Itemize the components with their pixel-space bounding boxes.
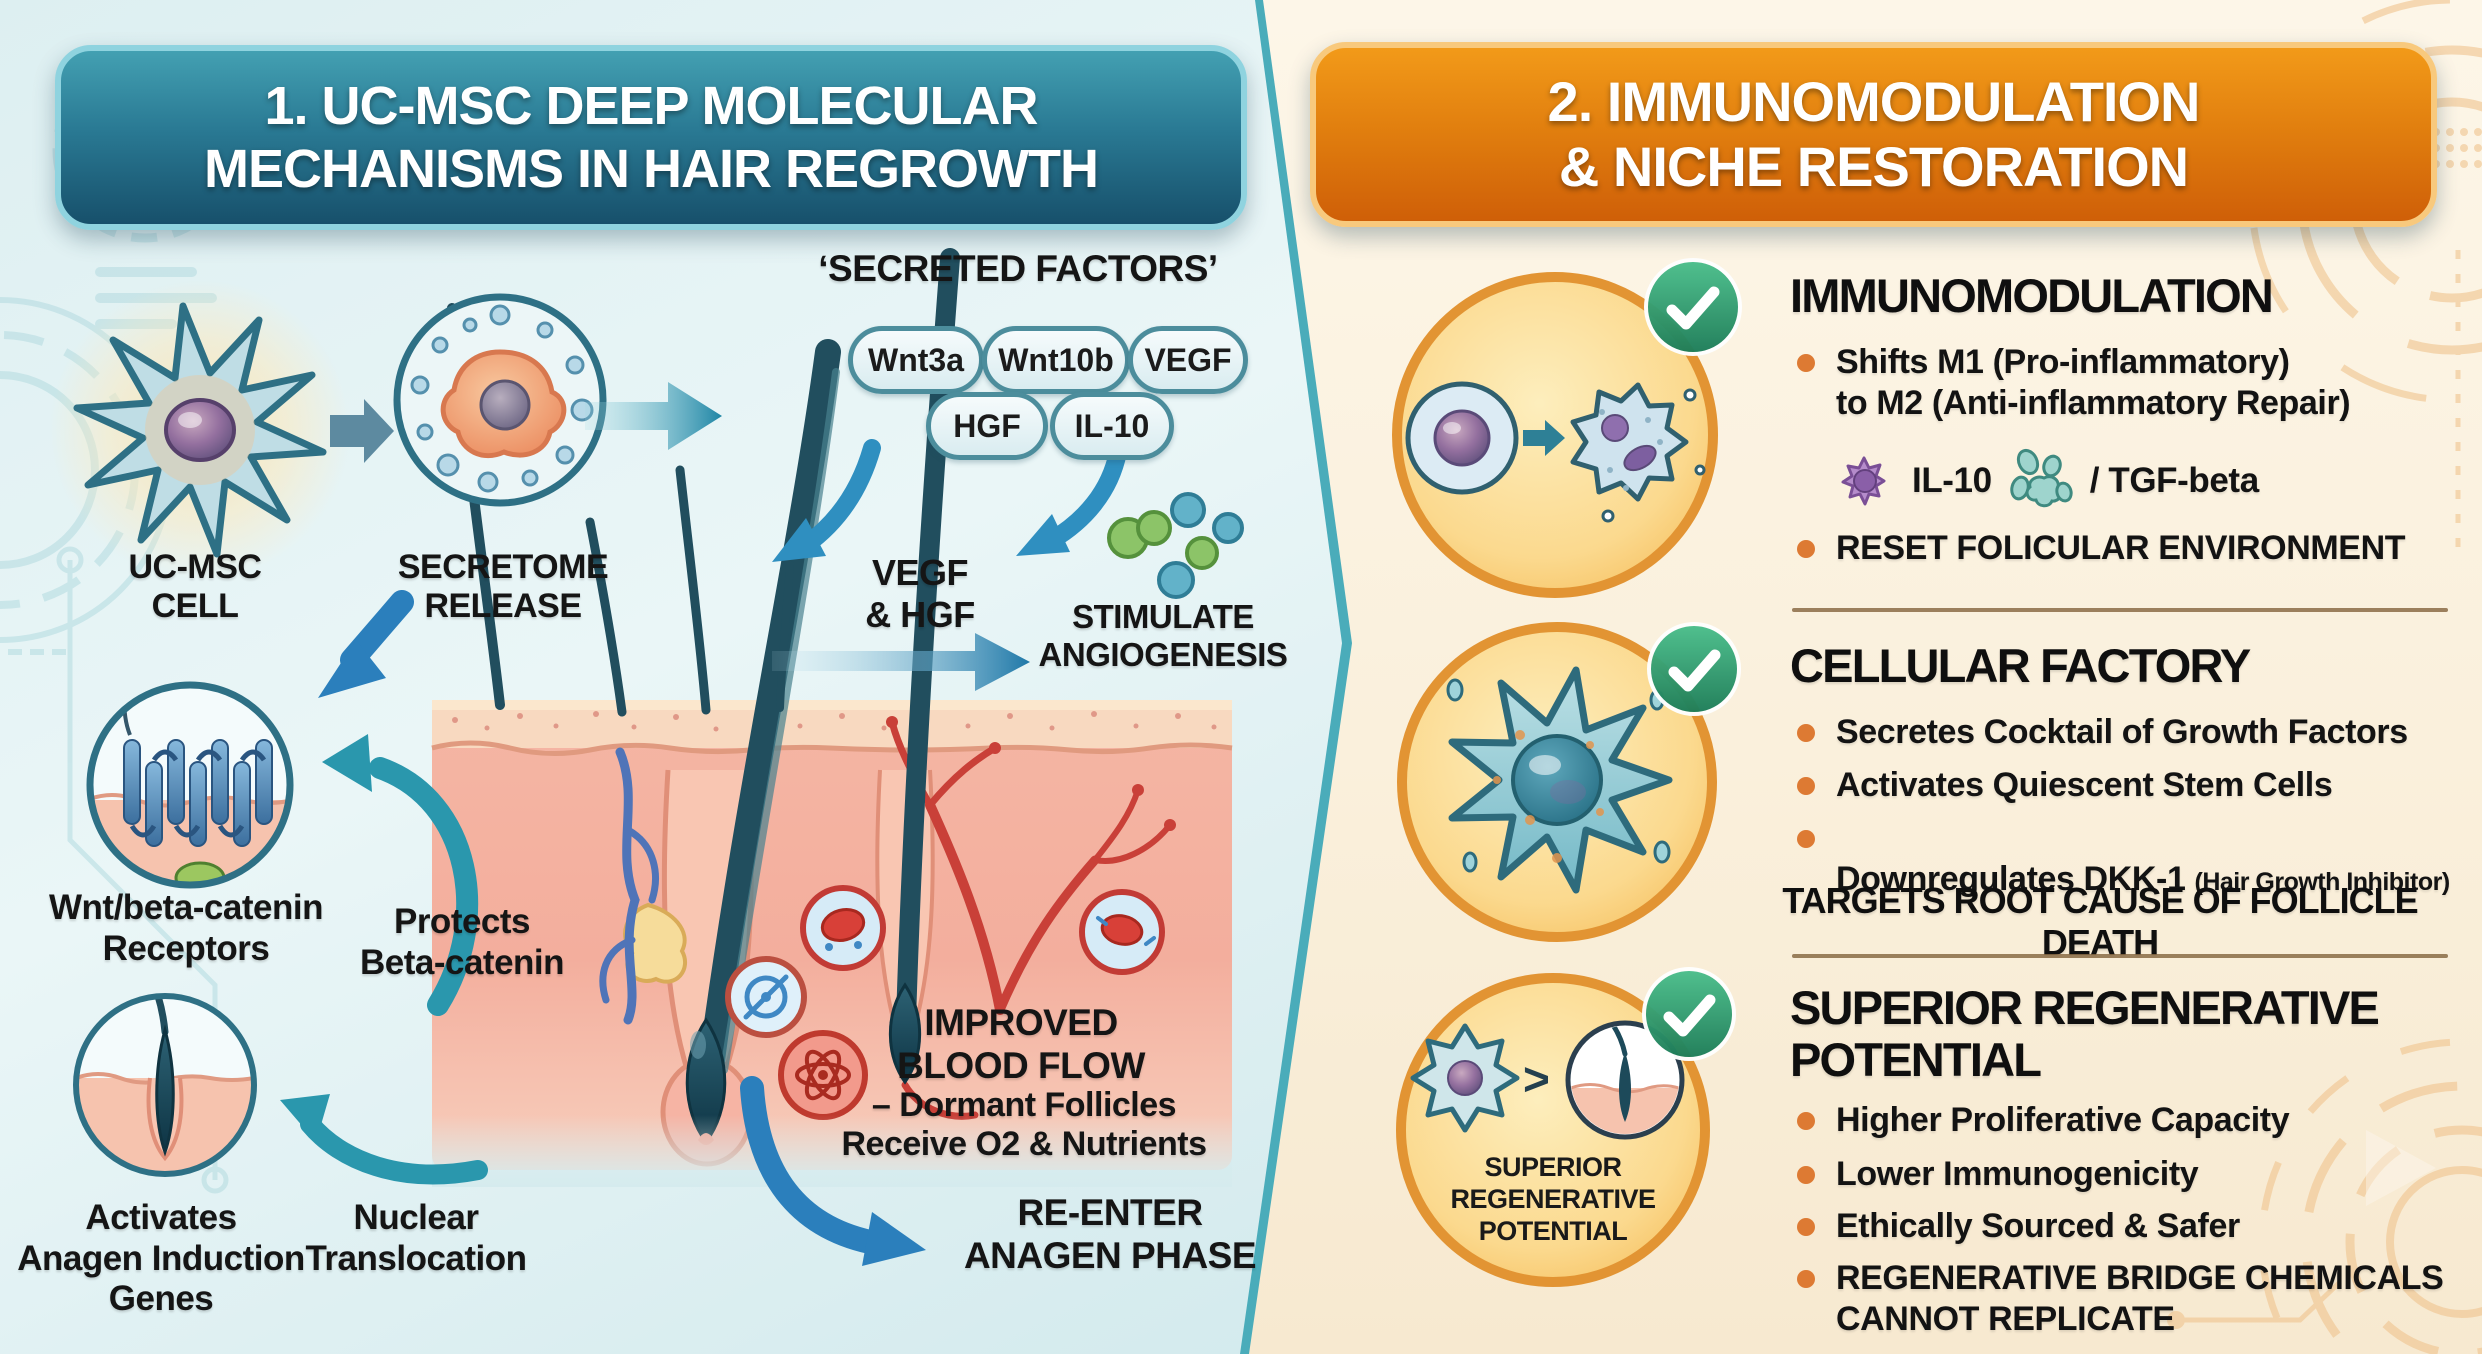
- uc-msc-cell-label: UC-MSC CELL: [128, 548, 262, 626]
- check-icon: [1647, 622, 1741, 716]
- dormant-follicles-label: – Dormant Follicles Receive O2 & Nutrien…: [841, 1086, 1207, 1164]
- greater-than-symbol: >: [1523, 1053, 1550, 1105]
- bullet-reset-follicular: RESET FOLICULAR ENVIRONMENT: [1794, 528, 2482, 569]
- dkk1-note: (Hair Growth Inhibitor): [2194, 868, 2451, 897]
- bullet-higher-proliferative: Higher Proliferative Capacity: [1794, 1100, 2482, 1141]
- secretome-label: SECRETOME RELEASE: [397, 548, 609, 626]
- factor-pill-wnt3a: Wnt3a: [848, 326, 984, 394]
- improved-blood-flow-label: IMPROVED BLOOD FLOW: [897, 1002, 1145, 1086]
- receptors-label: Wnt/beta-catenin Receptors: [49, 888, 323, 968]
- check-icon: [1644, 258, 1742, 356]
- tagline-targets-root-cause: TARGETS ROOT CAUSE OF FOLLICLE DEATH: [1782, 880, 2418, 963]
- section-heading-superior-regenerative: SUPERIOR REGENERATIVE POTENTIAL: [1790, 981, 2380, 1086]
- section-heading-cellular-factory: CELLULAR FACTORY: [1790, 639, 2251, 692]
- stimulate-angiogenesis-label: STIMULATE ANGIOGENESIS: [1038, 598, 1288, 674]
- tgf-beta-cells-icon: [2009, 448, 2073, 508]
- section-heading-immunomodulation: IMMUNOMODULATION: [1790, 269, 2274, 322]
- secreted-factors-title: ‘SECRETED FACTORS’: [818, 248, 1218, 289]
- right-title: 2. IMMUNOMODULATION & NICHE RESTORATION: [1310, 42, 2437, 227]
- cellular-factory-circle-icon: [1397, 622, 1717, 942]
- superior-circle-caption: SUPERIOR REGENERATIVE POTENTIAL: [1450, 1152, 1656, 1246]
- vegf-hgf-label: VEGF & HGF: [865, 552, 975, 635]
- bullet-shifts-m1-m2: Shifts M1 (Pro-inflammatory) to M2 (Anti…: [1794, 342, 2482, 425]
- factor-pill-vegf: VEGF: [1128, 326, 1248, 394]
- immunomodulation-circle-icon: [1392, 272, 1718, 598]
- bullet-downregulates-dkk1: Downregulates DKK-1 (Hair Growth Inhibit…: [1794, 818, 2482, 901]
- protects-beta-catenin-label: Protects Beta-catenin: [359, 902, 565, 982]
- cytokine-tgf-label: / TGF-beta: [2089, 461, 2259, 500]
- bullet-regenerative-bridge: REGENERATIVE BRIDGE CHEMICALS CANNOT REP…: [1794, 1258, 2482, 1341]
- il10-cell-icon: [1841, 456, 1886, 506]
- left-title: 1. UC-MSC DEEP MOLECULAR MECHANISMS IN H…: [55, 45, 1247, 230]
- bullet-lower-immunogenicity: Lower Immunogenicity: [1794, 1154, 2482, 1195]
- bullet-ethically-sourced: Ethically Sourced & Safer: [1794, 1206, 2482, 1247]
- factor-pill-hgf: HGF: [926, 392, 1048, 460]
- bullet-activates-stem-cells: Activates Quiescent Stem Cells: [1794, 765, 2482, 806]
- nuclear-translocation-label: Nuclear Translocation: [305, 1198, 527, 1278]
- cytokine-il10-label: IL-10: [1912, 461, 1992, 500]
- factor-pill-il10: IL-10: [1050, 392, 1174, 460]
- bullet-secretes-cocktail: Secretes Cocktail of Growth Factors: [1794, 712, 2482, 753]
- reenter-anagen-label: RE-ENTER ANAGEN PHASE: [963, 1192, 1257, 1276]
- section-divider: [1792, 608, 2448, 612]
- section-divider: [1792, 954, 2448, 958]
- factor-pill-wnt10b: Wnt10b: [982, 326, 1130, 394]
- activates-anagen-label: Activates Anagen Induction Genes: [17, 1198, 305, 1319]
- cytokine-row: IL-10 / TGF-beta: [1832, 448, 2259, 514]
- check-icon: [1642, 967, 1736, 1061]
